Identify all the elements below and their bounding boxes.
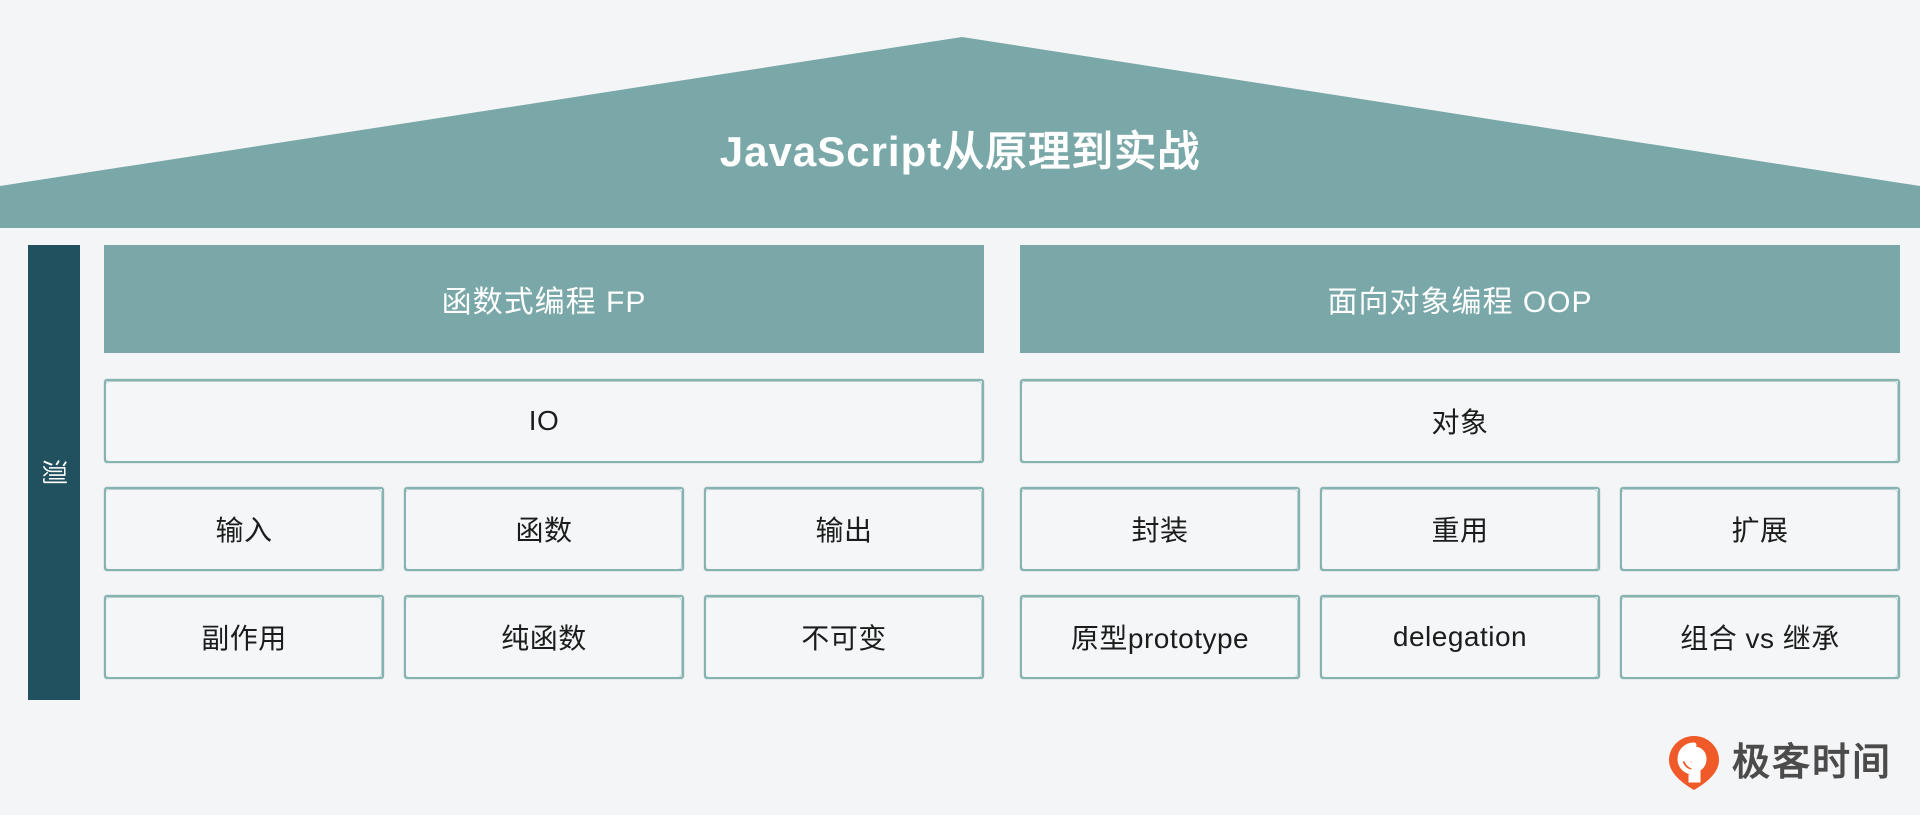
roof-triangle-icon — [0, 37, 1920, 228]
column-fp: 函数式编程 FP IO 输入 函数 输出 副作用 纯函数 不可变 — [104, 245, 984, 700]
column-header-oop: 面向对象编程 OOP — [1020, 245, 1900, 353]
brand-logo: 极客时间 — [1668, 735, 1892, 791]
roof-section: JavaScript从原理到实战 — [0, 0, 1920, 228]
oop-cell-prototype[interactable]: 原型prototype — [1020, 595, 1300, 679]
fp-cell-output[interactable]: 输出 — [704, 487, 984, 571]
column-oop: 面向对象编程 OOP 对象 封装 重用 扩展 原型prototype deleg… — [1020, 245, 1900, 700]
oop-row-1: 封装 重用 扩展 — [1020, 487, 1900, 571]
fp-cell-immutable[interactable]: 不可变 — [704, 595, 984, 679]
fp-cell-input[interactable]: 输入 — [104, 487, 384, 571]
fp-row-2: 副作用 纯函数 不可变 — [104, 595, 984, 679]
oop-cell-delegation[interactable]: delegation — [1320, 595, 1600, 679]
oop-cell-extension[interactable]: 扩展 — [1620, 487, 1900, 571]
oop-cell-reuse[interactable]: 重用 — [1320, 487, 1600, 571]
sidebar-spine: 测 — [28, 245, 80, 700]
geektime-pin-icon — [1668, 736, 1719, 790]
spine-label: 测 — [38, 458, 69, 487]
fp-wide-box-io[interactable]: IO — [104, 379, 984, 463]
oop-wide-box-object[interactable]: 对象 — [1020, 379, 1900, 463]
oop-row-2: 原型prototype delegation 组合 vs 继承 — [1020, 595, 1900, 679]
oop-cell-encapsulation[interactable]: 封装 — [1020, 487, 1300, 571]
column-header-fp: 函数式编程 FP — [104, 245, 984, 353]
fp-cell-side-effect[interactable]: 副作用 — [104, 595, 384, 679]
page-title: JavaScript从原理到实战 — [719, 128, 1201, 175]
fp-cell-function[interactable]: 函数 — [404, 487, 684, 571]
oop-cell-composition-vs-inherit[interactable]: 组合 vs 继承 — [1620, 595, 1900, 679]
house-body: 测 函数式编程 FP IO 输入 函数 输出 副作用 纯函数 不可变 面向对象编… — [0, 245, 1920, 700]
fp-row-1: 输入 函数 输出 — [104, 487, 984, 571]
brand-name: 极客时间 — [1731, 742, 1892, 784]
fp-cell-pure-function[interactable]: 纯函数 — [404, 595, 684, 679]
